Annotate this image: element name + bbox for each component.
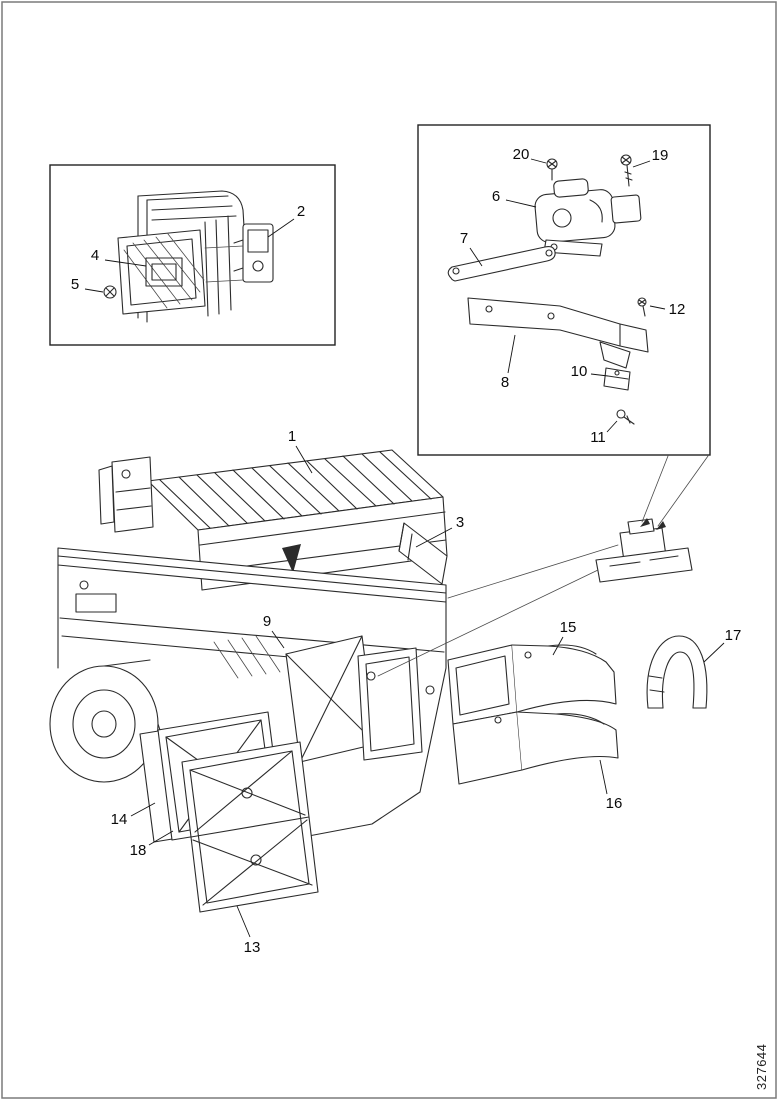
hvac-housing: [57, 547, 447, 839]
bracket-2: [233, 223, 274, 283]
callout-17: 17: [703, 627, 742, 663]
screw-12: [637, 297, 647, 317]
actuator-motor-6: [534, 178, 642, 257]
callout-13: 13: [236, 905, 261, 956]
callout-20-label: 20: [513, 146, 530, 163]
callout-16: 16: [599, 759, 623, 812]
callout-10: 10: [571, 363, 609, 380]
part-3-core-end-cap: [398, 522, 448, 585]
clip-10: [603, 367, 631, 391]
callout-17-label: 17: [725, 627, 742, 644]
callout-19-label: 19: [652, 147, 669, 164]
leader-line-17: [703, 642, 725, 663]
leader-line-4: [104, 259, 147, 267]
callout-14: 14: [111, 802, 156, 828]
part-15-upper-duct: [447, 644, 617, 725]
callout-8-label: 8: [501, 374, 509, 391]
callout-3-label: 3: [456, 514, 464, 531]
callout-4: 4: [91, 247, 147, 267]
leader-line-1: [295, 445, 313, 474]
callout-1-label: 1: [288, 428, 296, 445]
callout-8: 8: [501, 334, 516, 391]
callout-13-label: 13: [244, 939, 261, 956]
inset-detail-left: [49, 164, 336, 346]
leader-line-14: [130, 802, 156, 817]
part-17-elbow-duct: [646, 635, 708, 709]
leader-line-20: [530, 158, 547, 164]
leader-line-7: [469, 247, 483, 267]
leader-line-2: [267, 218, 295, 238]
screw-5: [103, 285, 117, 299]
inset-detail-right: [417, 124, 711, 530]
callout-12-label: 12: [669, 301, 686, 318]
callout-12: 12: [649, 301, 686, 318]
figure-number: 327644: [754, 1044, 769, 1090]
callout-7: 7: [460, 230, 483, 267]
callout-18-label: 18: [130, 842, 147, 859]
callout-15: 15: [552, 619, 577, 656]
inset-left-art: [103, 190, 274, 323]
callout-7-label: 7: [460, 230, 468, 247]
link-rod-7: [447, 246, 556, 282]
callout-4-label: 4: [91, 247, 99, 264]
inset-right-border: [417, 124, 711, 456]
leader-line-11: [606, 420, 618, 433]
callout-3: 3: [415, 514, 464, 548]
leader-line-13: [236, 905, 251, 938]
callout-15-label: 15: [560, 619, 577, 636]
callout-labels: 1 3 9 13 14 15 16 17: [71, 146, 742, 956]
callout-11-label: 11: [590, 429, 606, 446]
leader-line-15: [552, 636, 564, 656]
callout-20: 20: [513, 146, 547, 164]
core-slot-mark: [282, 544, 301, 573]
actuator-assembly-main: [595, 518, 693, 583]
inset-right-art: [447, 154, 709, 530]
bolt-11: [616, 409, 635, 425]
bracket-plate-8: [467, 297, 649, 369]
leader-line-12: [649, 305, 666, 310]
callout-2: 2: [267, 203, 305, 238]
part-16-lower-duct: [452, 711, 619, 785]
leader-line-16: [599, 759, 608, 795]
part-13-filter: [181, 741, 319, 913]
actuator-mount-line-lower: [377, 569, 599, 677]
actuator-mount-line-upper: [447, 544, 619, 599]
callout-11: 11: [590, 420, 618, 446]
leader-line-9: [271, 630, 285, 649]
leader-line-6: [505, 199, 537, 208]
callout-19: 19: [632, 147, 669, 168]
callout-14-label: 14: [111, 811, 128, 828]
main-assembly-drawing: [49, 449, 708, 913]
leader-line-18: [148, 830, 174, 846]
blower-scroll: [49, 659, 171, 783]
callout-2-label: 2: [297, 203, 305, 220]
leader-line-5: [84, 288, 104, 293]
leader-line-19: [632, 160, 651, 168]
callout-10-label: 10: [571, 363, 588, 380]
callout-9: 9: [263, 613, 285, 649]
screw-19: [620, 154, 633, 187]
screw-20: [546, 158, 558, 181]
callout-9-label: 9: [263, 613, 271, 630]
callout-5-label: 5: [71, 276, 79, 293]
callout-6: 6: [492, 188, 537, 208]
callout-1: 1: [288, 428, 313, 474]
callout-16-label: 16: [606, 795, 623, 812]
callout-18: 18: [130, 830, 174, 859]
inset-pointer-lines: [640, 455, 709, 530]
leader-line-8: [507, 334, 516, 374]
callout-5: 5: [71, 276, 104, 293]
callout-6-label: 6: [492, 188, 500, 205]
leader-line-3: [415, 527, 453, 548]
leader-line-10: [590, 373, 609, 377]
